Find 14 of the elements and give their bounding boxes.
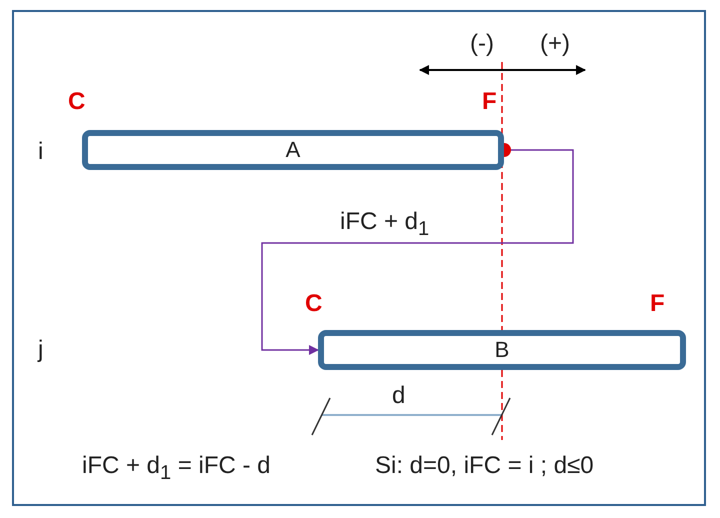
endpoint-letter: F <box>482 88 497 116</box>
row-label: j <box>38 336 44 364</box>
endpoint-letter: F <box>650 290 665 318</box>
formula-text: iFC + d$_{1}$ = iFC - d <box>82 452 271 486</box>
activity-bar: A <box>82 130 504 170</box>
edge-label: iFC + d$_{1}$ <box>340 208 430 242</box>
activity-bar: B <box>318 330 686 370</box>
row-label: i <box>38 138 44 166</box>
endpoint-letter: C <box>68 88 86 116</box>
endpoint-letter: C <box>305 290 322 318</box>
direction-label: (-) <box>470 30 494 58</box>
dimension-label: d <box>392 382 406 410</box>
direction-label: (+) <box>540 30 570 58</box>
condition-text: Si: d=0, iFC = i ; d≤0 <box>375 452 594 480</box>
